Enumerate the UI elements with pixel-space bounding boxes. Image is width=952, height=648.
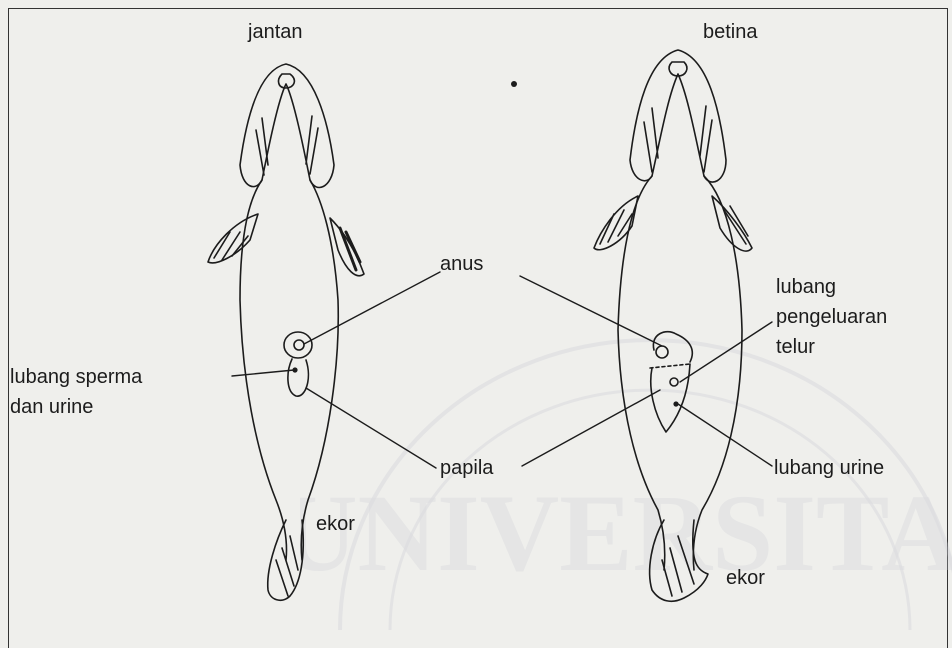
ink-speck [511, 81, 517, 87]
label-urine-hole: lubang urine [774, 456, 884, 480]
leader-papila-female [522, 390, 660, 466]
label-papila: papila [440, 456, 493, 480]
label-male: jantan [248, 20, 303, 44]
diagram-canvas: UNIVERSITAS [0, 0, 952, 634]
label-tail-male: ekor [316, 512, 355, 536]
label-anus: anus [440, 252, 483, 276]
female-fish [594, 50, 752, 601]
label-egg-hole: lubang pengeluaran telur [776, 272, 946, 362]
female-vent [650, 332, 692, 432]
label-female: betina [703, 20, 758, 44]
leader-papila-male [306, 388, 436, 468]
leader-anus-female [520, 276, 662, 346]
label-sperm-urine-hole: lubang sperma dan urine [10, 362, 260, 422]
leader-lines [232, 272, 772, 468]
label-tail-female: ekor [726, 566, 765, 590]
leader-anus-male [304, 272, 440, 344]
leader-egg-hole [680, 322, 772, 382]
